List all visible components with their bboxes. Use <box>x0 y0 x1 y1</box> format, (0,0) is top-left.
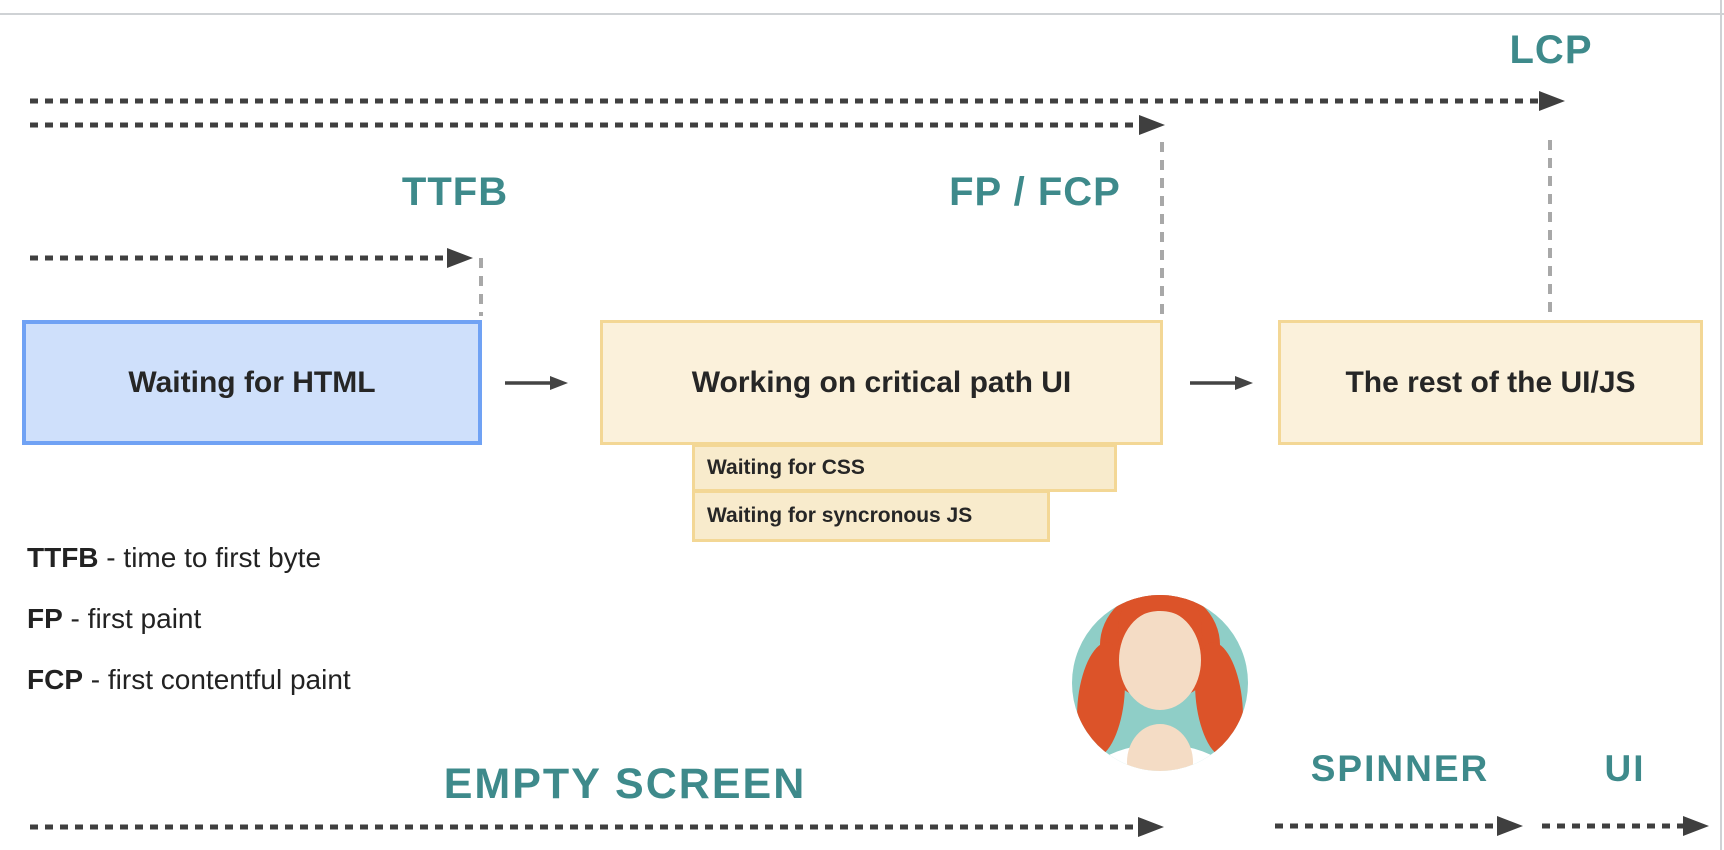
legend-item-ttfb: TTFB - time to first byte <box>27 527 351 588</box>
box-waiting-for-css: Waiting for CSS <box>692 444 1117 492</box>
legend-item-fcp: FCP - first contentful paint <box>27 649 351 710</box>
window-right-edge <box>1720 0 1722 850</box>
phase-label-spinner: SPINNER <box>1310 748 1490 789</box>
box-critical-path-ui: Working on critical path UI <box>600 320 1163 445</box>
box-critical-path-ui-label: Working on critical path UI <box>691 365 1072 399</box>
box-rest-of-ui-js-label: The rest of the UI/JS <box>1345 365 1636 399</box>
milestone-label-fp-fcp: FP / FCP <box>949 170 1121 214</box>
box-waiting-for-js: Waiting for syncronous JS <box>692 490 1050 542</box>
milestone-label-lcp: LCP <box>1509 28 1593 72</box>
box-waiting-for-css-label: Waiting for CSS <box>707 456 865 479</box>
box-waiting-for-html: Waiting for HTML <box>22 320 482 445</box>
user-avatar-icon <box>1072 595 1248 771</box>
window-top-edge <box>0 13 1724 15</box>
milestone-label-ttfb: TTFB <box>401 170 509 214</box>
phase-label-empty-screen: EMPTY SCREEN <box>443 760 807 808</box>
box-waiting-for-js-label: Waiting for syncronous JS <box>707 504 973 527</box>
legend-term-fcp: FCP <box>27 664 83 695</box>
box-rest-of-ui-js: The rest of the UI/JS <box>1278 320 1703 445</box>
phase-label-ui: UI <box>1604 748 1646 789</box>
legend-desc-ttfb: - time to first byte <box>98 542 322 573</box>
legend-term-fp: FP <box>27 603 63 634</box>
legend: TTFB - time to first byte FP - first pai… <box>27 527 351 710</box>
legend-item-fp: FP - first paint <box>27 588 351 649</box>
legend-desc-fp: - first paint <box>62 603 202 634</box>
box-waiting-for-html-label: Waiting for HTML <box>128 365 376 399</box>
legend-term-ttfb: TTFB <box>27 542 99 573</box>
legend-desc-fcp: - first contentful paint <box>83 664 351 695</box>
